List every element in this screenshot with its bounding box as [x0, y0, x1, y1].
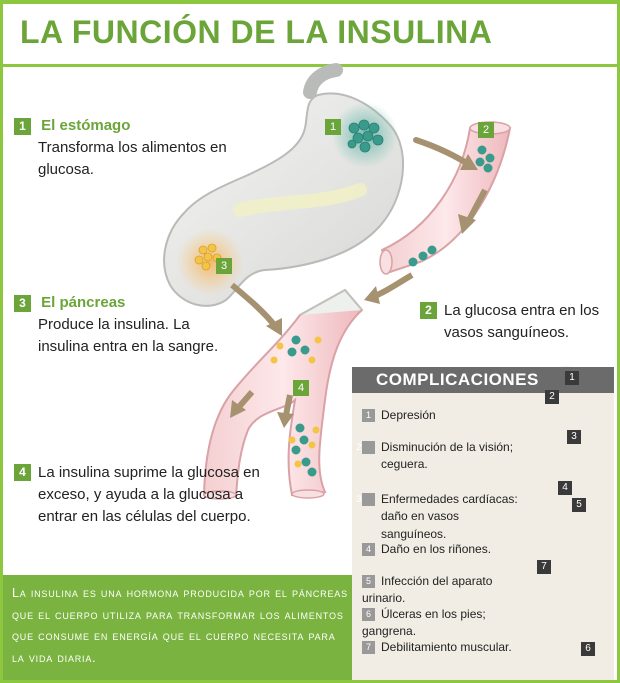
step-3-pancreas: 3 El páncreas Produce la insulina. La in…	[14, 292, 254, 357]
body-marker-3: 3	[567, 430, 581, 444]
complication-text: Depresión	[381, 408, 436, 422]
step-2-text: La glucosa entra en los vasos sanguíneos…	[444, 302, 600, 341]
diagram-marker-3: 3	[216, 258, 232, 274]
definition-box: La insulina es una hormona producida por…	[3, 575, 352, 680]
body-marker-1: 1	[565, 371, 579, 385]
step-1-stomach: 1 El estómago Transforma los alimentos e…	[14, 115, 254, 180]
step-4-insulin: 4 La insulina suprime la glucosa en exce…	[14, 462, 274, 527]
step-1-number: 1	[14, 118, 31, 135]
complication-item-4: 4 Daño en los riñones.	[362, 541, 522, 558]
step-3-text: Produce la insulina. La insulina entra e…	[38, 315, 219, 355]
body-marker-4: 4	[558, 481, 572, 495]
step-2-number: 2	[420, 302, 437, 319]
complication-number: 1	[362, 409, 375, 422]
complication-text: Infección del aparato urinario.	[362, 574, 493, 606]
lower-blood-vessel	[202, 288, 364, 500]
body-marker-7: 7	[537, 560, 551, 574]
step-1-heading: El estómago	[41, 117, 131, 134]
body-marker-5: 5	[572, 498, 586, 512]
step-4-text: La insulina suprime la glucosa en exceso…	[38, 464, 260, 525]
page-title: LA FUNCIÓN DE LA INSULINA	[20, 14, 493, 50]
complication-text: Debilitamiento muscular.	[381, 640, 512, 654]
step-4-number: 4	[14, 464, 31, 481]
diagram-marker-2: 2	[478, 122, 494, 138]
complication-text: Úlceras en los pies; gangrena.	[362, 607, 486, 639]
complication-number: 7	[362, 641, 375, 654]
step-1-text: Transforma los alimentos en glucosa.	[38, 138, 227, 178]
complication-number: 3	[356, 493, 375, 506]
complication-text: Disminución de la visión; ceguera.	[381, 440, 514, 472]
diagram-marker-4: 4	[293, 380, 309, 396]
step-3-number: 3	[14, 295, 31, 312]
complication-item-7: 7 Debilitamiento muscular.	[362, 639, 522, 656]
complication-item-1: 1 Depresión	[362, 407, 522, 424]
complication-number: 5	[362, 575, 375, 588]
complication-item-3: 3 Enfermedades cardíacas: daño en vasos s…	[356, 491, 522, 543]
body-marker-6: 6	[581, 642, 595, 656]
diagram-marker-1: 1	[325, 119, 341, 135]
complication-number: 2	[356, 441, 375, 454]
title-divider	[0, 64, 620, 67]
complication-number: 4	[362, 543, 375, 556]
complication-text: Enfermedades cardíacas: daño en vasos sa…	[381, 492, 518, 541]
body-marker-2: 2	[545, 390, 559, 404]
complication-text: Daño en los riñones.	[381, 542, 492, 556]
complications-title: COMPLICACIONES	[376, 370, 539, 389]
complication-item-2: 2 Disminución de la visión; ceguera.	[356, 439, 522, 474]
step-3-heading: El páncreas	[41, 294, 126, 311]
step-2-blood: 2 La glucosa entra en los vasos sanguíne…	[420, 300, 610, 344]
insulin-definition: La insulina es una hormona producida por…	[12, 586, 348, 665]
complication-number: 6	[362, 608, 375, 621]
